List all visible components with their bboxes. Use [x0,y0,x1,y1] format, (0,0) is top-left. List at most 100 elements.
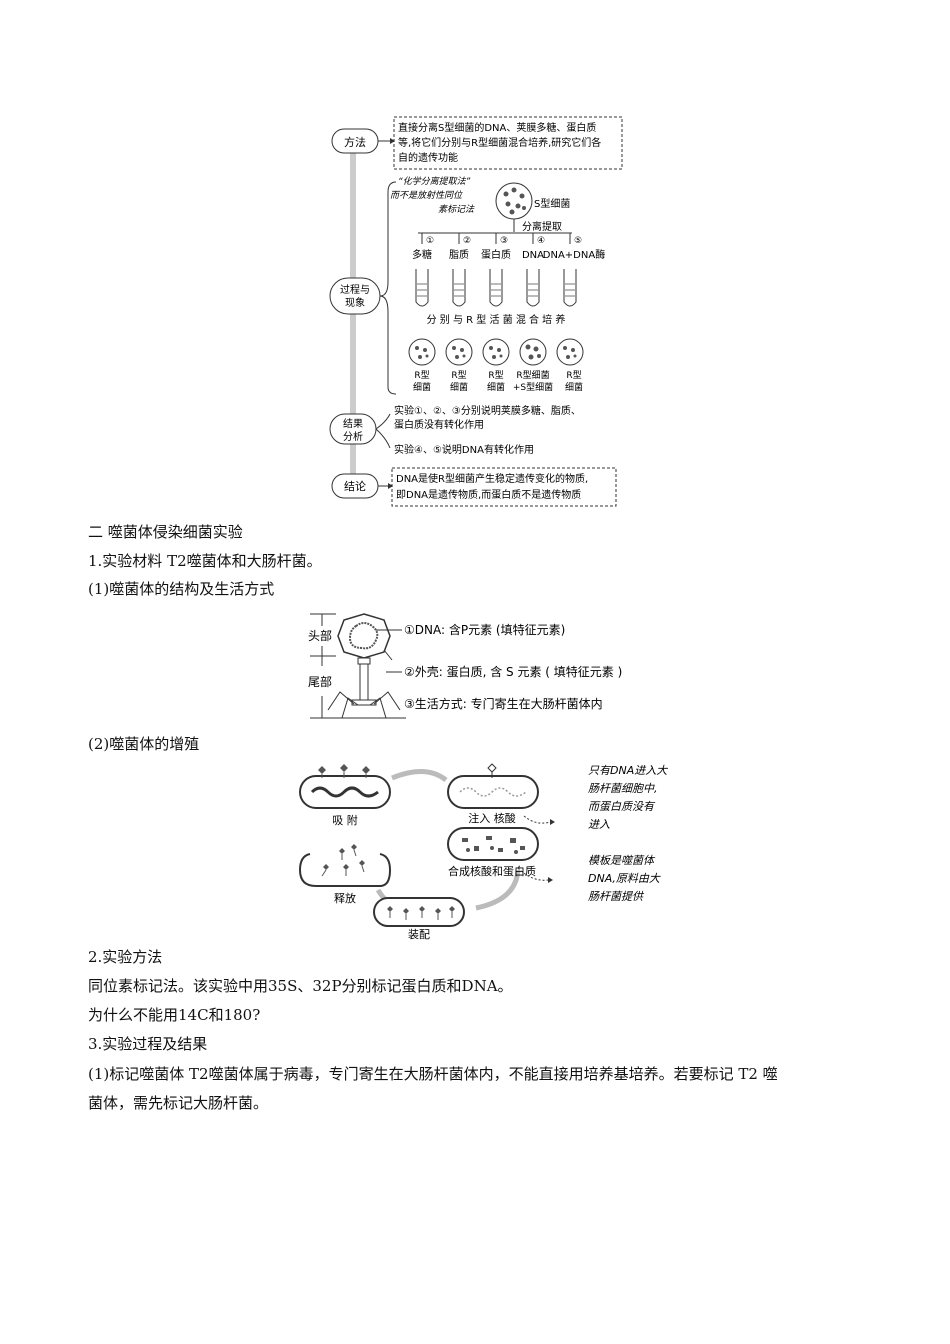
extract-label: 分离提取 [522,220,562,233]
conclusion-text-1: DNA是使R型细菌产生稳定遗传变化的物质, [396,472,588,485]
comp-3: 蛋白质 [481,248,511,261]
method-arrowhead [390,138,395,144]
phage-reproduction-figure: 吸 附 注入 核酸 合成核酸和蛋白质 释放 装配 只有DNA进入大 肠杆菌细胞中… [296,760,716,942]
item-2-text: 同位素标记法。该实验中用35S、32P分别标记蛋白质和DNA。 [88,977,513,995]
note2-line2: DNA,原料由大 [588,872,661,885]
phage-head [337,613,391,659]
branch-arrows [421,233,571,244]
conclusion-text-box [391,467,617,507]
synth-contents [462,836,525,854]
note1-line3: 而蛋白质没有 [588,800,656,813]
num-3: ③ [500,236,508,246]
process-brace-top [379,181,397,297]
phage-structure-svg: 头部 尾部 ①DNA: 含P元素 (填特征元素) ②外壳: 蛋白质, 含 S 元… [308,613,622,719]
note1-arrow [523,815,551,824]
method-text-1: 直接分离S型细菌的DNA、荚膜多糖、蛋白质 [398,121,596,134]
analysis-label-2: 分析 [343,430,363,443]
phage-dna [348,622,379,650]
analysis-label-1: 结果 [343,417,363,430]
comp-2: 脂质 [449,248,469,261]
adsorbed-phages [318,764,370,778]
note1-line2: 肠杆菌细胞中, [588,782,658,795]
conclusion-text-2: 即DNA是遗传物质,而蛋白质不是遗传物质 [396,488,581,501]
process-label-2: 现象 [345,297,365,309]
bacterial-dna-2 [459,787,527,797]
phage-structure-figure: 头部 尾部 ①DNA: 含P元素 (填特征元素) ②外壳: 蛋白质, 含 S 元… [306,606,622,724]
phage-tail [359,663,369,701]
assembled-phages [387,906,455,920]
pointer-2b [383,649,393,661]
cell-assemble [373,897,465,927]
result-2b: 细菌 [450,381,468,393]
cycle-arrow-3 [475,869,521,911]
head-label: 头部 [308,628,332,643]
mix-text: 分 别 与 R 型 活 菌 混 合 培 养 [427,313,566,326]
analysis-brace-1 [375,413,391,430]
phage-collar [357,657,371,665]
note1-line4: 进入 [588,818,610,831]
result-1a: R型 [414,370,429,381]
note2-line3: 肠杆菌提供 [588,890,645,903]
phage-base [351,699,377,706]
release-label: 释放 [334,891,356,905]
synth-label: 合成核酸和蛋白质 [448,864,536,878]
analysis-1a: 实验①、②、③分别说明荚膜多糖、脂质、 [394,404,581,417]
inject-label: 注入 核酸 [468,811,516,825]
item-1-2: (2)噬菌体的增殖 [88,735,200,753]
method-label: 方法 [344,135,366,149]
item-2-question: 为什么不能用14C和180? [88,1006,261,1024]
result-3b: 细菌 [487,381,505,393]
result-4a: R型细菌 [516,369,549,381]
item-3-1-line1: (1)标记噬菌体 T2噬菌体属于病毒，专门寄生在大肠杆菌体内，不能直接用培养基培… [88,1065,778,1083]
item-3-1-line2: 菌体，需先标记大肠杆菌。 [88,1094,269,1112]
process-label-1: 过程与 [340,283,370,296]
num-1: ① [426,236,434,246]
test-tubes [415,269,577,307]
phage-reproduction-svg: 吸 附 注入 核酸 合成核酸和蛋白质 释放 装配 只有DNA进入大 肠杆菌细胞中… [298,763,668,941]
conclusion-arrowhead [388,483,393,489]
num-5: ⑤ [574,236,582,246]
item-3: 3.实验过程及结果 [88,1035,208,1053]
comp-1: 多糖 [412,248,432,261]
dna-label: ①DNA: 含P元素 (填特征元素) [404,622,565,637]
num-4: ④ [537,236,545,246]
transformation-flowchart: 方法 直接分离S型细菌的DNA、荚膜多糖、蛋白质 等,将它们分别与R型细菌混合培… [328,112,628,510]
num-2: ② [463,236,471,246]
result-4b: +S型细菌 [513,381,553,393]
comp-5: DNA+DNA酶 [543,248,605,261]
lifestyle-label: ③生活方式: 专门寄生在大肠杆菌体内 [404,696,603,711]
result-2a: R型 [451,370,466,381]
analysis-2: 实验④、⑤说明DNA有转化作用 [394,443,534,456]
item-1-1: (1)噬菌体的结构及生活方式 [88,580,275,598]
s-bacteria-label: S型细菌 [534,197,570,210]
adsorb-label: 吸 附 [332,813,358,827]
released-phages [321,844,365,877]
analysis-brace-2 [375,428,391,449]
hand-note-2: 而不是放射性同位 [390,190,463,201]
shell-label: ②外壳: 蛋白质, 含 S 元素 ( 填特征元素 ) [404,664,622,679]
injecting-phage [487,763,497,773]
item-1: 1.实验材料 T2噬菌体和大肠杆菌。 [88,552,322,570]
cell-synth [447,827,539,861]
flowchart-svg: 方法 直接分离S型细菌的DNA、荚膜多糖、蛋白质 等,将它们分别与R型细菌混合培… [329,116,623,507]
conclusion-label: 结论 [344,479,366,493]
result-dishes [408,338,584,366]
spine-bar [350,152,356,482]
cell-release [298,853,392,887]
method-text-2: 等,将它们分别与R型细菌混合培养,研究它们各 [398,136,601,149]
method-text-3: 自的遗传功能 [398,151,458,164]
result-1b: 细菌 [413,381,431,393]
hand-note-3: 素标记法 [438,204,475,215]
hand-note-1: “化学分离提取法” [398,176,471,187]
section-2-title: 二 噬菌体侵染细菌实验 [88,523,243,541]
process-brace-bottom [379,295,397,395]
analysis-1b: 蛋白质没有转化作用 [394,418,484,431]
assemble-label: 装配 [408,928,430,941]
tube-liquid-lines [417,283,575,297]
note2-arrowhead [548,877,553,883]
note2-line1: 模板是噬菌体 [588,854,656,867]
result-3a: R型 [488,370,503,381]
note2-arrow [517,867,549,881]
cycle-arrow-1 [391,769,448,783]
comp-4: DNA [522,250,544,261]
